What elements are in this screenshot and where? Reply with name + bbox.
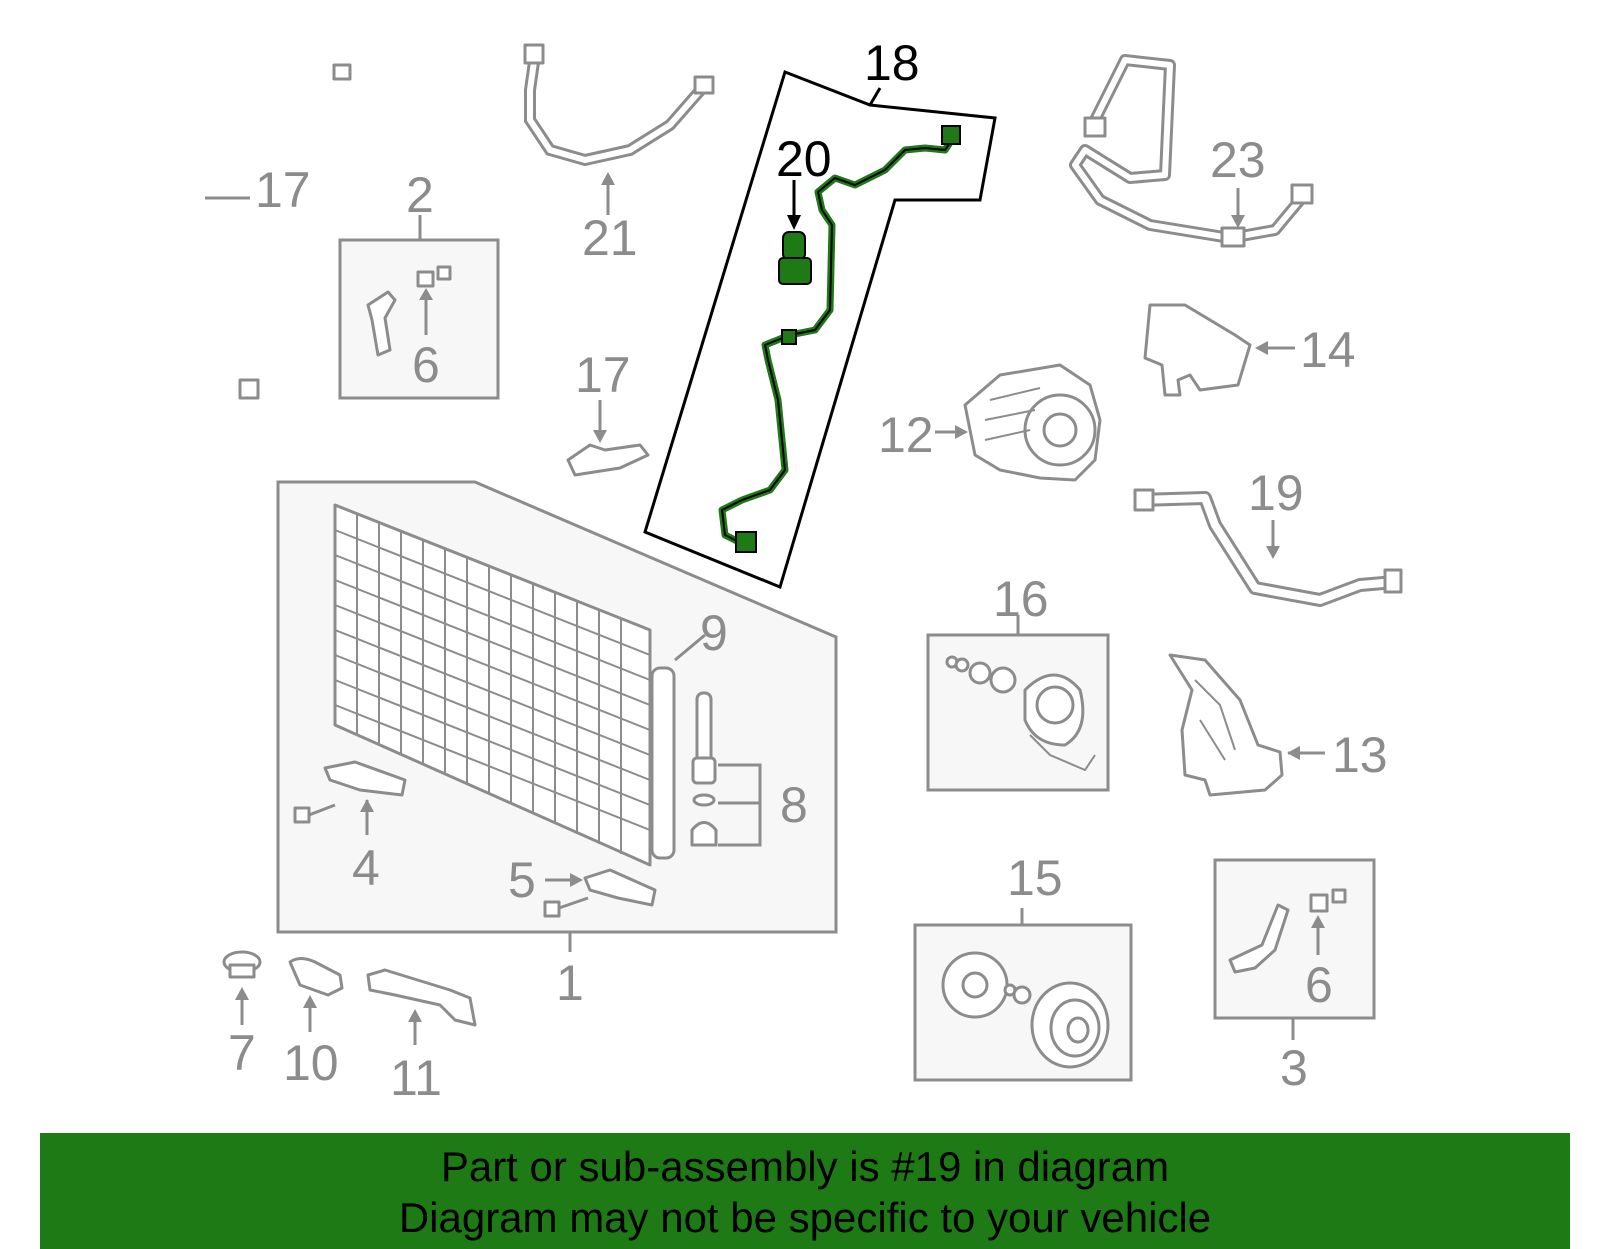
- callout-1: 1: [556, 955, 584, 1011]
- part-1-condenser[interactable]: [276, 480, 838, 952]
- callout-8: 8: [780, 777, 808, 833]
- part-19-panel[interactable]: [643, 70, 997, 590]
- callout-19: 18: [864, 35, 920, 91]
- callout-5: 5: [508, 852, 536, 908]
- part-3-box[interactable]: [1213, 858, 1376, 1040]
- callout-12: 12: [878, 407, 934, 463]
- callout-10: 10: [283, 1035, 339, 1091]
- callout-16: 16: [993, 571, 1049, 627]
- callout-21: 20: [776, 131, 832, 187]
- callout-4: 4: [352, 840, 380, 896]
- callout-18: 17: [575, 347, 631, 403]
- callout-22: 21: [582, 210, 638, 266]
- part-22-hose[interactable]: [523, 43, 715, 215]
- callout-13: 13: [1332, 727, 1388, 783]
- callout-2: 2: [406, 167, 434, 223]
- callout-20: 19: [1248, 465, 1304, 521]
- part-23-pipe[interactable]: [1069, 54, 1314, 248]
- part-12-compressor[interactable]: [935, 363, 1102, 482]
- callout-23: 23: [1210, 132, 1266, 188]
- part-15-box[interactable]: [913, 908, 1133, 1082]
- callout-6a: 6: [412, 337, 440, 393]
- callout-3: 3: [1280, 1040, 1308, 1096]
- info-banner: Part or sub-assembly is #19 in diagram D…: [40, 1133, 1570, 1249]
- callout-7: 7: [228, 1025, 256, 1081]
- part-2-box[interactable]: [338, 215, 500, 400]
- part-18-clip[interactable]: [566, 400, 650, 477]
- part-10-sensor[interactable]: [288, 957, 344, 1033]
- condenser-core: [334, 514, 651, 854]
- banner-line-1: Part or sub-assembly is #19 in diagram: [440, 1143, 1170, 1190]
- callout-14: 14: [1300, 322, 1356, 378]
- part-13-bracket[interactable]: [1168, 653, 1325, 797]
- part-20-pipe[interactable]: [1133, 488, 1403, 607]
- banner-line-2: Diagram may not be specific to your vehi…: [398, 1194, 1212, 1241]
- callout-11: 11: [390, 1050, 442, 1106]
- part-17-hose[interactable]: [185, 63, 352, 400]
- callout-6b: 6: [1305, 957, 1333, 1013]
- callout-15: 15: [1007, 850, 1063, 906]
- part-14-bracket[interactable]: [1143, 303, 1295, 397]
- part-11-bracket[interactable]: [366, 968, 477, 1045]
- callout-9: 9: [700, 605, 728, 661]
- callout-17: 17: [255, 162, 311, 218]
- part-16-box[interactable]: [926, 615, 1110, 792]
- part-7-cap[interactable]: [222, 950, 262, 1025]
